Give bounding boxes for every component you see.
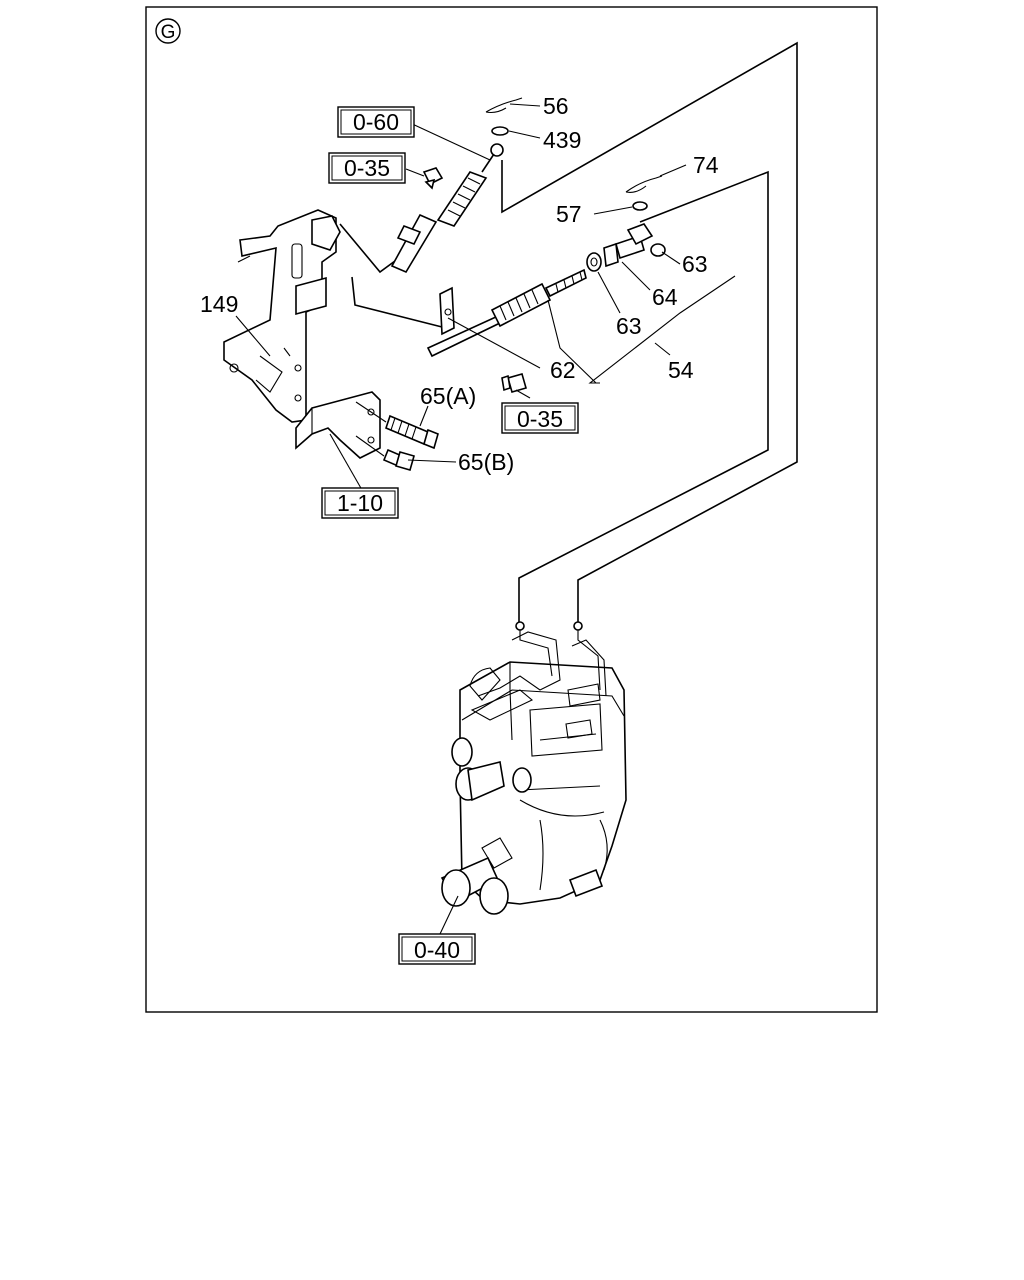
bolt-65b (382, 448, 415, 471)
label-63-right: 63 (682, 251, 708, 277)
label-74: 74 (693, 152, 719, 178)
ref-0-60-text: 0-60 (353, 109, 399, 135)
reference-boxes: 0-60 0-35 0-35 1-10 0-40 (321, 106, 579, 965)
screw-mid (501, 373, 527, 393)
clip-74 (625, 175, 663, 193)
label-62: 62 (550, 357, 576, 383)
injection-pump (440, 621, 627, 915)
ref-0-35-mid-text: 0-35 (517, 406, 563, 432)
label-65a: 65(A) (420, 383, 476, 409)
label-54: 54 (668, 357, 694, 383)
bolt-65a (385, 414, 439, 450)
label-56: 56 (543, 93, 569, 119)
view-marker: G (155, 18, 181, 44)
diagram-frame (145, 6, 878, 1013)
throttle-rod (426, 268, 587, 358)
mounting-bracket (223, 209, 341, 423)
label-149: 149 (200, 291, 238, 317)
part-labels: 56 439 74 57 63 64 63 149 62 54 65(A) 65… (200, 93, 719, 475)
label-63-mid: 63 (616, 313, 642, 339)
ref-box-0-40: 0-40 (398, 933, 476, 965)
label-65b: 65(B) (458, 449, 514, 475)
lower-bracket (295, 391, 381, 459)
label-64: 64 (652, 284, 678, 310)
ref-box-0-35-mid: 0-35 (501, 402, 579, 434)
nut-63-right (650, 243, 666, 257)
ref-box-1-10: 1-10 (321, 487, 399, 519)
label-439: 439 (543, 127, 581, 153)
nut-63-mid (586, 252, 602, 272)
screw-top (422, 167, 444, 190)
ref-0-35-top-text: 0-35 (344, 155, 390, 181)
ref-1-10-text: 1-10 (337, 490, 383, 516)
ref-box-0-60: 0-60 (337, 106, 415, 138)
washer-439 (491, 126, 509, 136)
view-marker-letter: G (161, 22, 176, 43)
clip-56 (485, 97, 523, 114)
ref-0-40-text: 0-40 (414, 937, 460, 963)
label-57: 57 (556, 201, 582, 227)
block-57 (626, 201, 654, 246)
routing-lines (339, 41, 798, 625)
accelerator-cable-upper (390, 143, 504, 274)
leader-lines (235, 103, 736, 935)
ref-box-0-35-top: 0-35 (328, 152, 406, 184)
